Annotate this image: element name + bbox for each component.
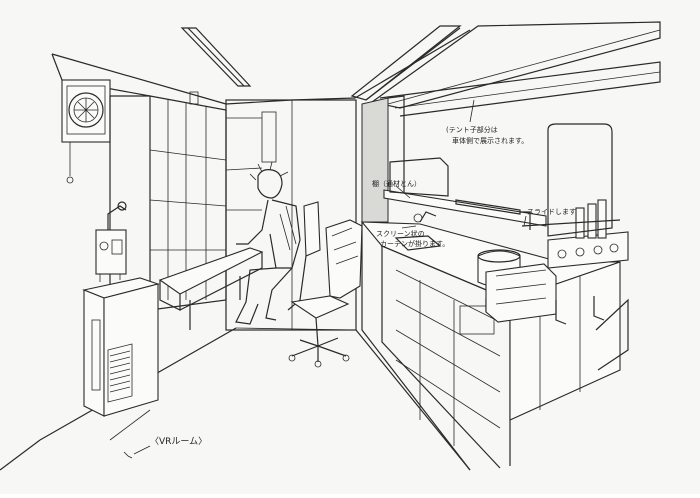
screen-note-line1: スクリーン状の — [376, 229, 425, 238]
seated-person — [235, 161, 301, 325]
desk — [158, 247, 264, 330]
annotation-texts: (テント子部分は 車体側で展示されます。 棚（通材とん） スライドします スクリ… — [150, 125, 576, 447]
ceiling-note-line2: 車体側で展示されます。 — [452, 136, 528, 145]
screen-note-line2: カーテンが掛ります。 — [380, 239, 449, 248]
ceiling-note-line1: (テント子部分は — [446, 125, 498, 134]
right-counter — [360, 95, 629, 471]
ceiling-lights — [180, 21, 661, 117]
room-label: 〈VRルーム〉 — [150, 436, 207, 447]
wall-vent-fan — [61, 79, 111, 184]
control-cabinet — [82, 201, 160, 417]
shelf-note: 棚（通材とん） — [372, 179, 421, 188]
annotation-leaders — [123, 99, 527, 459]
office-chairs — [287, 201, 363, 368]
slide-note: スライドします — [527, 208, 576, 216]
